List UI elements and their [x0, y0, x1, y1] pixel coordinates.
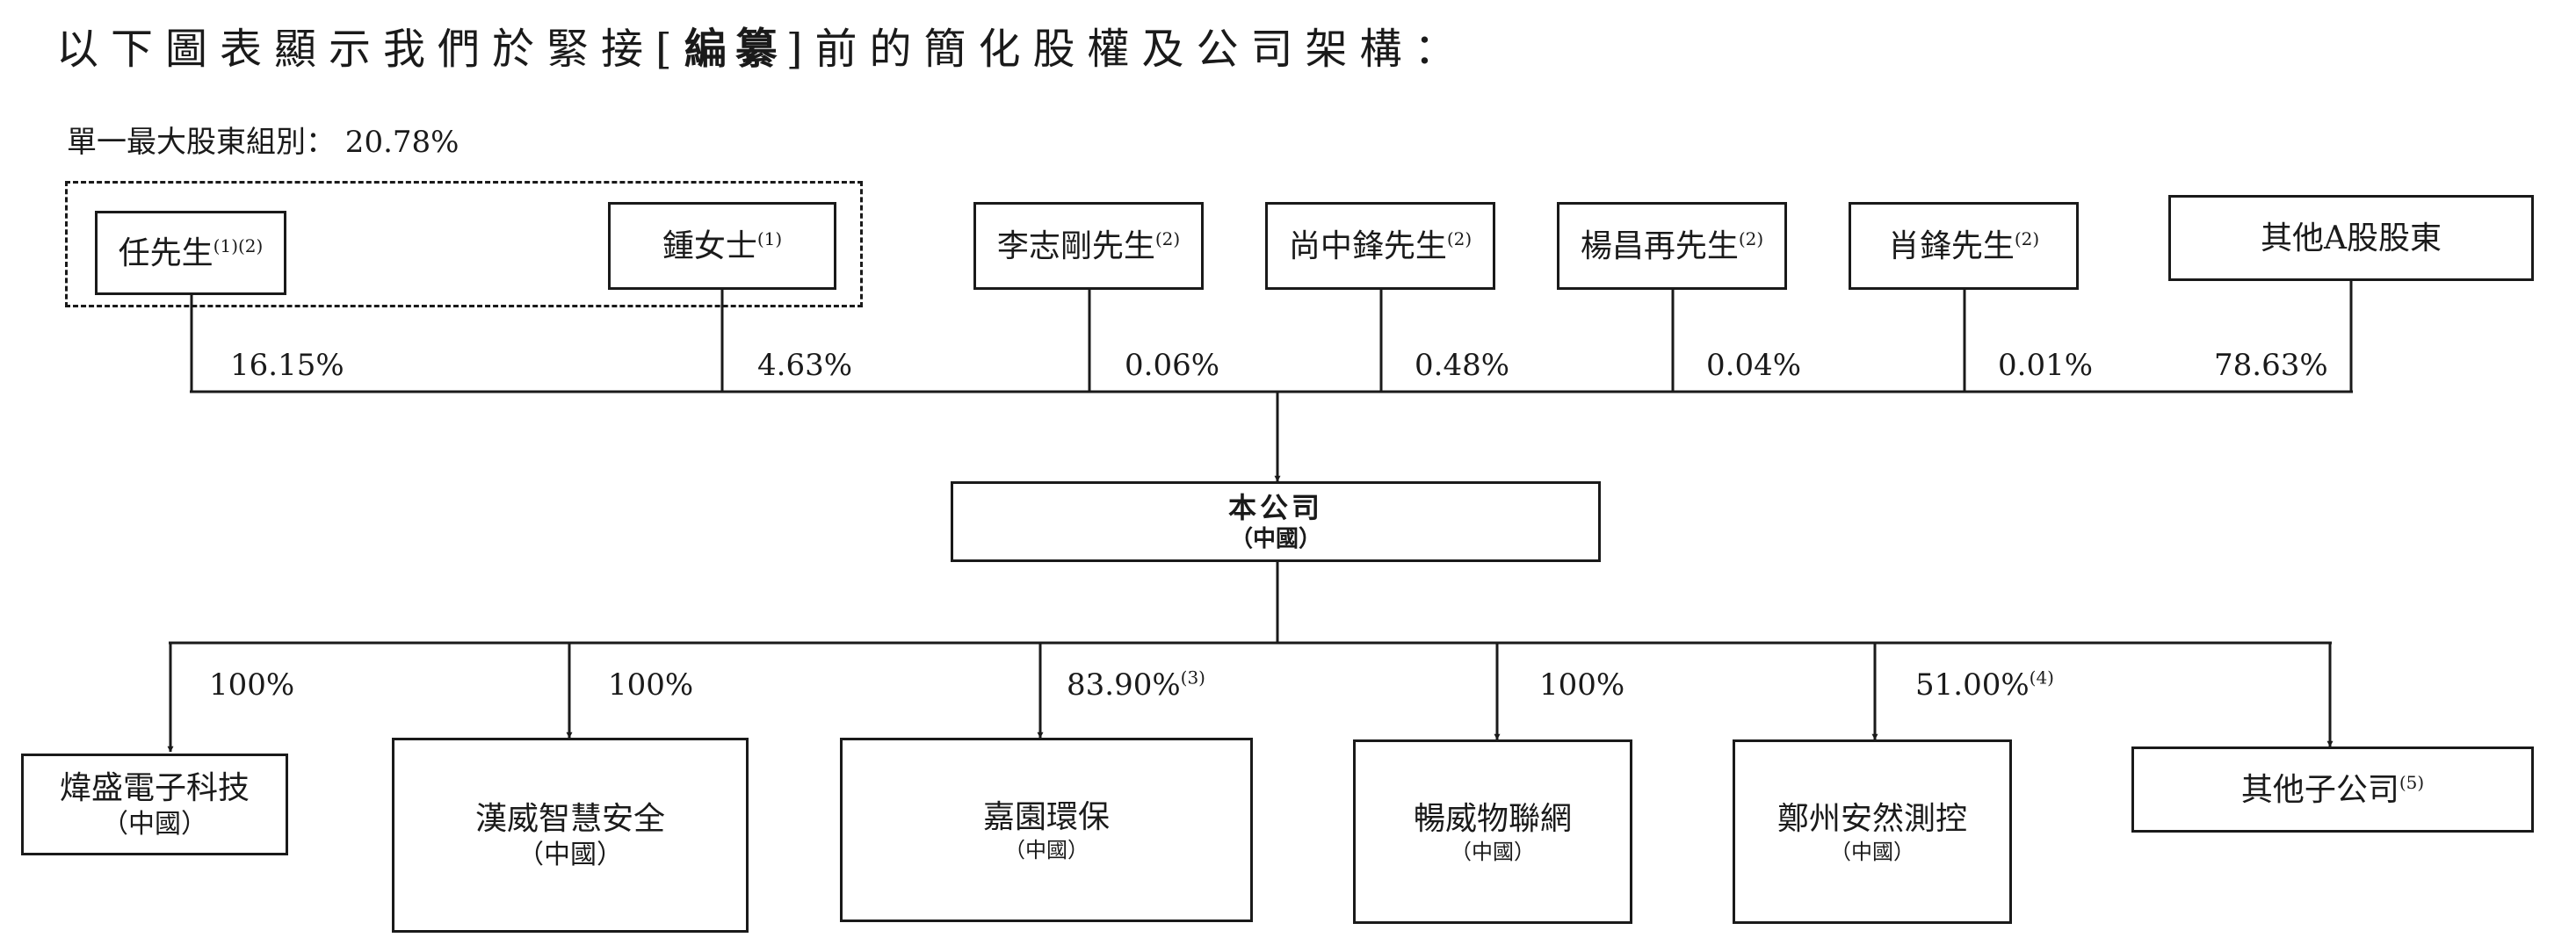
shareholding-pct: 16.15% — [230, 348, 344, 383]
shareholding-pct: 0.06% — [1125, 348, 1220, 383]
page-heading: 以下圖表顯示我們於緊接[編纂]前的簡化股權及公司架構： — [56, 25, 1469, 74]
largest-shareholder-group-box — [65, 181, 863, 307]
shareholding-pct: 0.04% — [1706, 348, 1802, 383]
subsidiary-box-changwei: 暢威物聯網 （中國） — [1353, 739, 1632, 924]
shareholding-pct: 0.48% — [1415, 348, 1510, 383]
shareholder-box-zhong: 鍾女士(1) — [608, 202, 836, 290]
subsidiary-box-hanwei: 漢威智慧安全 （中國） — [392, 738, 749, 933]
subsidiary-pct: 100% — [209, 667, 295, 703]
shareholder-box-shang: 尚中鋒先生(2) — [1265, 202, 1495, 290]
shareholder-box-ren: 任先生(1)(2) — [95, 211, 286, 295]
subsidiary-pct: 51.00%(4) — [1915, 667, 2054, 703]
company-box: 本公司 （中國） — [951, 481, 1601, 562]
subsidiary-box-other: 其他子公司(5) — [2131, 746, 2534, 833]
shareholding-pct: 78.63% — [2214, 348, 2328, 383]
subsidiary-box-weisheng: 煒盛電子科技 （中國） — [21, 754, 288, 855]
shareholding-pct: 4.63% — [757, 348, 853, 383]
subsidiary-pct: 100% — [608, 667, 694, 703]
shareholder-box-yang: 楊昌再先生(2) — [1557, 202, 1787, 290]
subsidiary-pct: 100% — [1539, 667, 1625, 703]
subsidiary-pct: 83.90%(3) — [1067, 667, 1205, 703]
subsidiary-box-anran: 鄭州安然測控 （中國） — [1733, 739, 2012, 924]
shareholding-pct: 0.01% — [1998, 348, 2094, 383]
largest-shareholder-group-label: 單一最大股東組別： 20.78% — [67, 125, 459, 160]
shareholder-box-xiao: 肖鋒先生(2) — [1849, 202, 2079, 290]
shareholder-box-other-a-shares: 其他A股股東 — [2168, 195, 2534, 281]
subsidiary-box-jiayuan: 嘉園環保 （中國） — [840, 738, 1253, 922]
shareholder-box-li: 李志剛先生(2) — [973, 202, 1204, 290]
